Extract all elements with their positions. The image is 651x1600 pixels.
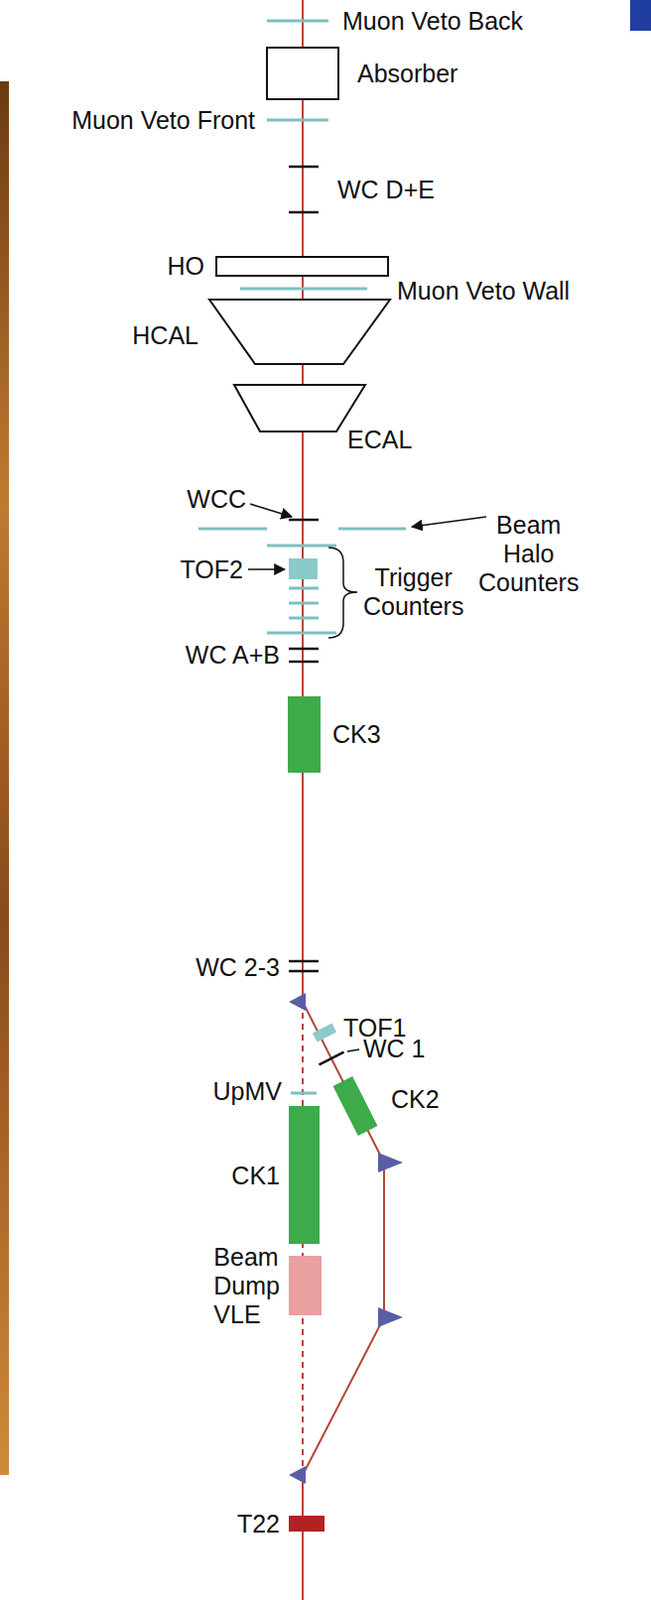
veto-counter	[266, 119, 329, 123]
part-label: Muon Veto Back	[342, 6, 523, 36]
ecal-trapezoid	[234, 385, 366, 432]
part-label: CK2	[390, 1085, 440, 1115]
wire-chamber	[288, 660, 319, 664]
veto-wall	[240, 287, 368, 291]
magnet-triangle	[378, 1307, 403, 1328]
beam-dump	[288, 1256, 322, 1316]
part-label: T22	[237, 1510, 280, 1540]
part-label: CK1	[231, 1162, 280, 1191]
tof-counter	[312, 1024, 337, 1043]
magnet-triangle	[288, 1466, 306, 1485]
trigger-counter	[288, 587, 319, 591]
part-label: Muon Veto Front	[71, 106, 256, 135]
beam-line	[301, 1475, 304, 1600]
halo-counter	[198, 527, 267, 531]
part-label: HCAL	[131, 321, 199, 351]
trigger-counter	[288, 602, 319, 606]
trigger-counter	[266, 632, 337, 636]
part-label: Muon Veto Wall	[396, 276, 570, 306]
pointer-arrow	[250, 504, 292, 518]
part-label: CK3	[332, 720, 382, 750]
part-label: Beam Halo Counters	[478, 511, 579, 597]
part-label: HO	[167, 252, 206, 281]
ho-block	[216, 257, 389, 276]
absorber-block	[266, 47, 339, 100]
leader-line	[347, 1049, 360, 1052]
part-label: UpMV	[213, 1077, 282, 1107]
part-label: WC 1	[363, 1035, 426, 1064]
wire-chamber	[288, 960, 319, 964]
part-label: TOF2	[180, 555, 244, 585]
cherenkov-counter	[333, 1076, 379, 1137]
corner-tab	[630, 0, 651, 31]
part-label: Trigger Counters	[363, 563, 464, 622]
brace	[328, 547, 358, 639]
tof-counter	[288, 558, 318, 580]
wire-chamber	[288, 970, 319, 974]
veto-counter	[290, 1092, 317, 1096]
cherenkov-counter	[288, 1106, 320, 1245]
wire-chamber	[288, 519, 319, 522]
magnet-triangle	[378, 1153, 403, 1173]
target	[288, 1516, 325, 1533]
wire-chamber	[319, 1052, 345, 1066]
wire-chamber	[288, 648, 319, 651]
part-label: WC A+B	[185, 641, 280, 670]
part-label: WC D+E	[337, 175, 435, 205]
hcal-trapezoid	[209, 299, 391, 365]
trigger-counter	[266, 544, 337, 548]
magnet-triangle	[288, 993, 306, 1012]
pointer-arrow	[248, 568, 285, 571]
part-label: WCC	[186, 485, 247, 515]
beam-line	[301, 0, 304, 1003]
veto-counter	[266, 19, 329, 23]
cherenkov-counter	[287, 696, 321, 774]
part-label: Beam Dump VLE	[213, 1243, 280, 1329]
wire-chamber	[288, 211, 319, 215]
halo-counter	[338, 527, 406, 531]
wire-chamber	[288, 165, 319, 169]
part-label: ECAL	[347, 425, 412, 455]
trigger-counter	[288, 617, 319, 621]
part-label: WC 2-3	[195, 953, 280, 983]
photo-strip	[0, 81, 9, 1476]
pointer-arrow	[411, 517, 487, 527]
part-label: Absorber	[357, 59, 458, 89]
